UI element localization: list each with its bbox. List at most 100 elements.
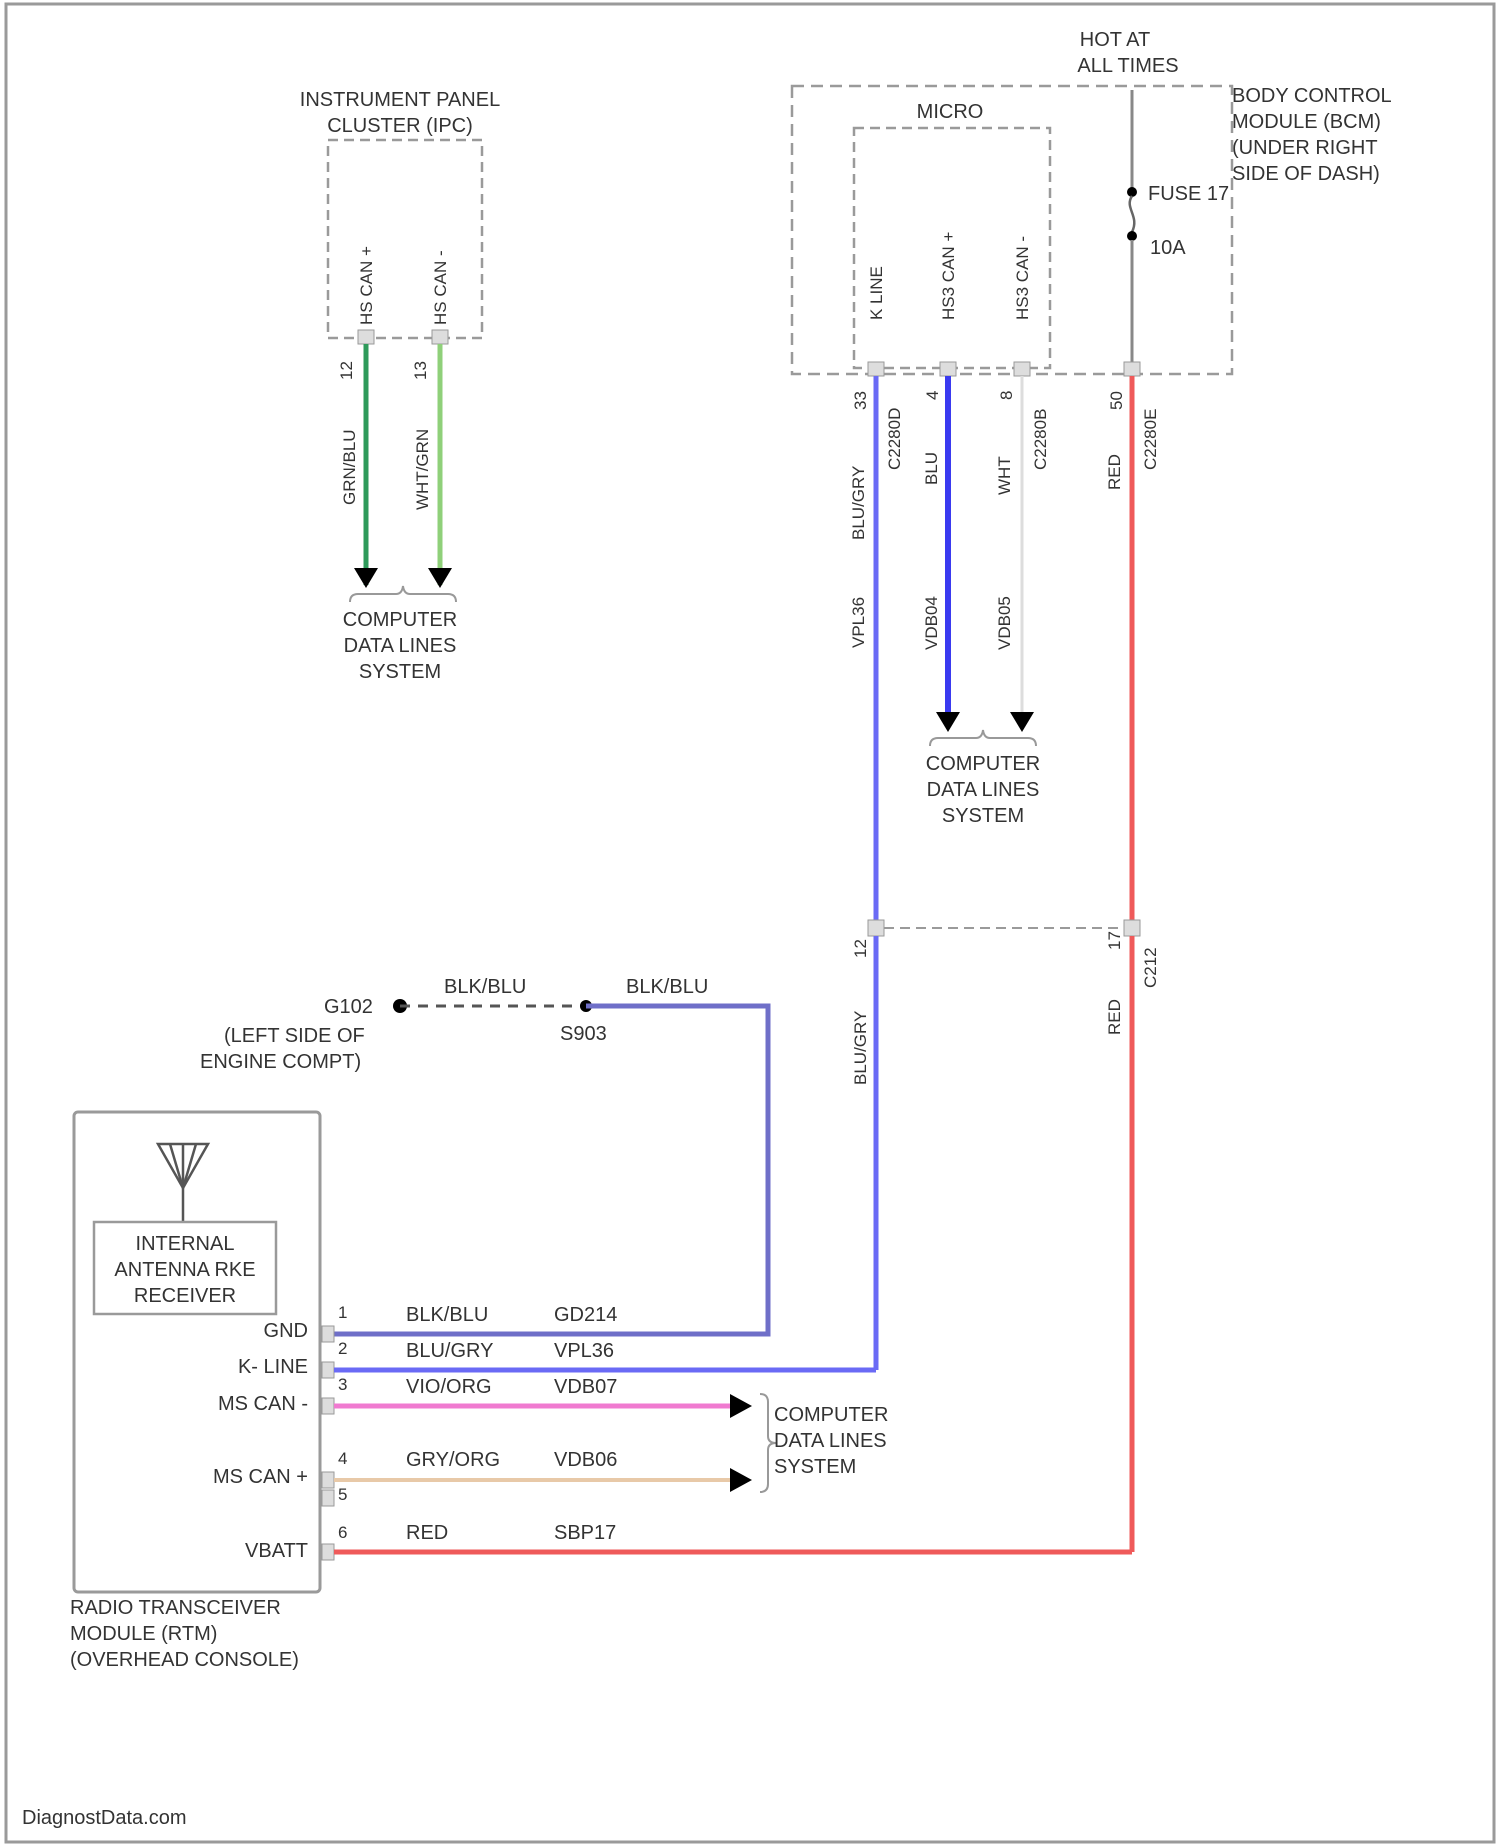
rtm-pin-kline-name: K- LINE — [238, 1356, 308, 1378]
rtm-dest-1: COMPUTER — [774, 1404, 888, 1426]
ipc-wire-b-color: WHT/GRN — [413, 429, 432, 510]
bcm-pin2-label: HS3 CAN + — [939, 232, 958, 320]
bcm-title-2: MODULE (BCM) — [1232, 111, 1381, 133]
rtm-pin-mscan-minus-name: MS CAN - — [218, 1393, 308, 1415]
bcm-pin3-label: HS3 CAN - — [1013, 236, 1032, 320]
bcm-pin1-label: K LINE — [867, 266, 886, 320]
bcm-arrow-hs3-plus — [936, 712, 960, 732]
inline-pin-right-num: 17 — [1105, 931, 1124, 950]
bcm-pin1-terminal — [868, 362, 884, 376]
ground-loc-2: ENGINE COMPT) — [200, 1051, 361, 1073]
fuse-label: FUSE 17 — [1148, 183, 1229, 205]
rtm-pin5-terminal — [322, 1490, 334, 1506]
rtm-pin6-num: 6 — [338, 1523, 347, 1542]
footer-watermark: DiagnostData.com — [22, 1807, 187, 1829]
rtm-dest-2: DATA LINES — [774, 1430, 887, 1452]
rtm-pin4-num: 4 — [338, 1449, 347, 1468]
bcm-dest-2: DATA LINES — [927, 779, 1040, 801]
bcm-pin2-num: 4 — [923, 391, 942, 400]
rtm-pin1-terminal — [322, 1326, 334, 1342]
antenna-icon — [158, 1144, 208, 1222]
bcm-arrow-hs3-minus — [1010, 712, 1034, 732]
rtm-title-2: MODULE (RTM) — [70, 1623, 217, 1645]
bcm-pin4-terminal — [1124, 362, 1140, 376]
fuse-terminal-bottom — [1127, 231, 1137, 241]
bcm-title-3: (UNDER RIGHT — [1232, 137, 1378, 159]
rke-line-2: ANTENNA RKE — [114, 1259, 255, 1281]
rtm-w4-circuit: VDB06 — [554, 1449, 617, 1471]
rtm-w1-circuit: GD214 — [554, 1304, 617, 1326]
bcm-pin3-num: 8 — [997, 391, 1016, 400]
diagram-frame — [6, 4, 1494, 1842]
ipc-arrow-a — [354, 568, 378, 588]
rtm-arrow-mscan-minus — [730, 1394, 752, 1418]
ipc-dest-1: COMPUTER — [343, 609, 457, 631]
ipc-pin-a-label: HS CAN + — [357, 246, 376, 325]
ipc-dest-2: DATA LINES — [344, 635, 457, 657]
splice-label: S903 — [560, 1023, 607, 1045]
bcm-hot-1: HOT AT — [1080, 29, 1150, 51]
bcm-conn1: C2280D — [885, 408, 904, 470]
ipc-pin-b-label: HS CAN - — [431, 250, 450, 325]
rtm-pin3-num: 3 — [338, 1375, 347, 1394]
rtm-box — [74, 1112, 320, 1592]
rtm-title-3: (OVERHEAD CONSOLE) — [70, 1649, 299, 1671]
rtm-pin5-num: 5 — [338, 1485, 347, 1504]
rtm-pin-gnd-name: GND — [264, 1320, 308, 1342]
rtm-pin6-terminal — [322, 1544, 334, 1560]
bcm-brace — [930, 730, 1036, 746]
rtm-w2-color: BLU/GRY — [406, 1340, 493, 1362]
rtm-arrow-mscan-plus — [730, 1468, 752, 1492]
bcm-w2-circuit: VDB04 — [922, 596, 941, 650]
ground-wire1-label: BLK/BLU — [444, 976, 526, 998]
inline-conn: C212 — [1141, 947, 1160, 988]
rtm-dest-3: SYSTEM — [774, 1456, 856, 1478]
ipc-dest-3: SYSTEM — [359, 661, 441, 683]
bcm-w4-color: RED — [1105, 454, 1124, 490]
bcm-w1-color: BLU/GRY — [849, 466, 868, 540]
fuse-terminal-top — [1127, 187, 1137, 197]
rke-line-1: INTERNAL — [136, 1233, 235, 1255]
rtm-pin3-terminal — [322, 1398, 334, 1414]
bcm-pin2-terminal — [940, 362, 956, 376]
bcm-w1-circuit: VPL36 — [849, 597, 868, 648]
ipc-pin-b-terminal — [432, 330, 448, 344]
rtm-w4-color: GRY/ORG — [406, 1449, 500, 1471]
rtm-w3-circuit: VDB07 — [554, 1376, 617, 1398]
rtm-w3-color: VIO/ORG — [406, 1376, 492, 1398]
ipc-pin-b-num: 13 — [411, 361, 430, 380]
ground-wire — [332, 1006, 768, 1334]
micro-label: MICRO — [917, 101, 984, 123]
inline-pin-left-num: 12 — [851, 939, 870, 958]
rtm-pin-mscan-plus-name: MS CAN + — [213, 1466, 308, 1488]
rtm-title-1: RADIO TRANSCEIVER — [70, 1597, 281, 1619]
bcm-dest-1: COMPUTER — [926, 753, 1040, 775]
rtm-module: INTERNAL ANTENNA RKE RECEIVER GND K- LIN… — [70, 1112, 1132, 1671]
inline-w1-color: BLU/GRY — [851, 1011, 870, 1085]
rtm-pin1-num: 1 — [338, 1303, 347, 1322]
rke-line-3: RECEIVER — [134, 1285, 236, 1307]
rtm-pin4-terminal — [322, 1472, 334, 1488]
ipc-title-1: INSTRUMENT PANEL — [300, 89, 500, 111]
ground-wire2-label: BLK/BLU — [626, 976, 708, 998]
ipc-pin-a-terminal — [358, 330, 374, 344]
fuse-rating: 10A — [1150, 237, 1186, 259]
inline-connector: 12 17 C212 BLU/GRY RED — [851, 920, 1160, 1552]
ipc-title-2: CLUSTER (IPC) — [327, 115, 473, 137]
ground-circuit: G102 (LEFT SIDE OF ENGINE COMPT) S903 BL… — [200, 976, 768, 1334]
bcm-pin1-num: 33 — [851, 391, 870, 410]
bcm-conn3: C2280B — [1031, 409, 1050, 470]
bcm-w2-color: BLU — [922, 452, 941, 485]
ipc-brace — [350, 586, 456, 602]
rtm-w1-color: BLK/BLU — [406, 1304, 488, 1326]
inline-pin-right — [1124, 920, 1140, 936]
bcm-pin4-num: 50 — [1107, 391, 1126, 410]
rtm-pin2-terminal — [322, 1362, 334, 1378]
bcm-dest-3: SYSTEM — [942, 805, 1024, 827]
bcm-hot-2: ALL TIMES — [1077, 55, 1178, 77]
rtm-w6-circuit: SBP17 — [554, 1522, 616, 1544]
bcm-w3-circuit: VDB05 — [995, 596, 1014, 650]
fuse-icon — [1130, 196, 1135, 232]
bcm-title-1: BODY CONTROL — [1232, 85, 1392, 107]
